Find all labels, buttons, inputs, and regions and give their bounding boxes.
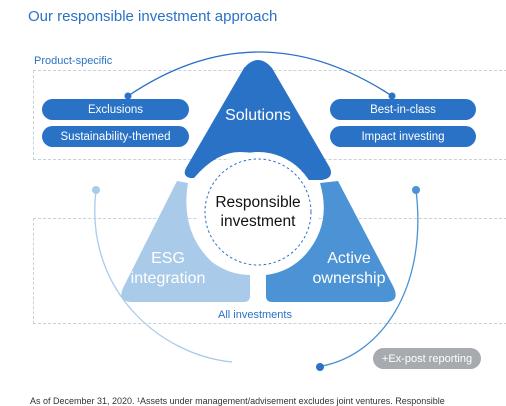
top-connector-arc xyxy=(127,51,393,97)
center-label-line1: Responsible xyxy=(215,194,300,211)
active-label-line1: Active xyxy=(327,250,371,267)
bottom-arc-dot xyxy=(316,363,324,371)
exclusions-pill: Exclusions xyxy=(42,99,189,120)
center-dashed-ring xyxy=(204,158,312,266)
left-arc-dot xyxy=(92,186,100,194)
all-investments-label: All investments xyxy=(218,309,292,321)
sustainability-themed-pill: Sustainability-themed xyxy=(42,126,189,147)
best-in-class-pill: Best-in-class xyxy=(330,99,476,120)
right-arc-dot xyxy=(412,186,420,194)
center-label-line2: investment xyxy=(221,213,297,230)
esg-integration-segment xyxy=(121,181,250,302)
page-title: Our responsible investment approach xyxy=(28,8,278,25)
left-connector-arc xyxy=(94,189,233,363)
active-label-line2: ownership xyxy=(313,270,386,287)
top-arc-left-dot xyxy=(124,92,132,100)
esg-label-line1: ESG xyxy=(151,250,185,267)
solutions-segment xyxy=(184,60,331,180)
ex-post-reporting-pill: +Ex-post reporting xyxy=(373,348,481,369)
footnote: As of December 31, 2020. ¹Assets under m… xyxy=(30,396,445,406)
active-ownership-segment xyxy=(266,181,396,302)
product-specific-label: Product-specific xyxy=(34,55,113,67)
impact-investing-pill: Impact investing xyxy=(330,126,476,147)
right-connector-arc xyxy=(321,189,419,367)
center-circle xyxy=(198,152,318,272)
top-arc-right-dot xyxy=(388,92,396,100)
esg-label-line2: integration xyxy=(131,270,206,287)
solutions-label: Solutions xyxy=(225,107,291,124)
